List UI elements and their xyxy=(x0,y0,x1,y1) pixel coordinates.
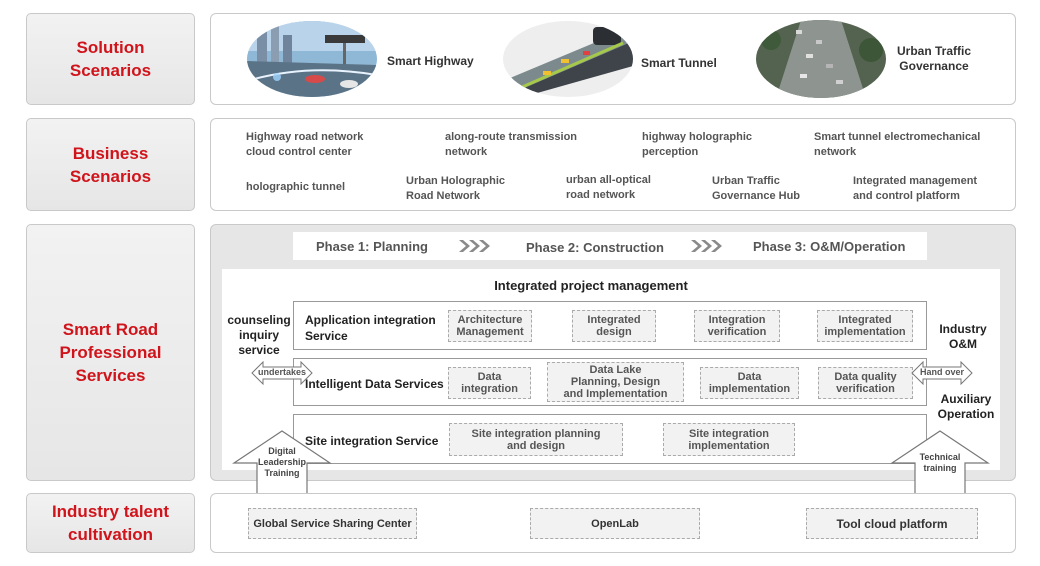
layer-title-application: Application integration Service xyxy=(305,313,436,343)
technical-training-label: Technical training xyxy=(919,452,961,473)
service-item: Integrated implementation xyxy=(817,310,913,342)
industry-om-label: Industry O&M xyxy=(939,322,987,351)
phase-3: Phase 3: O&M/Operation xyxy=(753,239,906,254)
scenario-label-urban: Urban Traffic Governance xyxy=(896,44,971,73)
chevron-arrows-icon xyxy=(689,238,723,259)
digital-leadership-label: Digital Leadership Training xyxy=(257,446,306,478)
business-item: Urban Holographic Road Network xyxy=(406,175,506,202)
service-item: Site integration planning and design xyxy=(449,423,623,456)
smart-road-services-label: Smart Road Professional Services xyxy=(26,224,195,481)
service-item: Site integration implementation xyxy=(663,423,795,456)
scenario-label-tunnel: Smart Tunnel xyxy=(641,56,717,70)
handover-arrow-icon xyxy=(911,360,973,390)
auxiliary-operation-label: Auxiliary Operation xyxy=(937,392,995,421)
service-item: Architecture Management xyxy=(448,310,532,342)
business-scenarios-panel xyxy=(210,118,1016,211)
business-item: Smart tunnel electromechanical network xyxy=(814,131,981,158)
project-title: Integrated project management xyxy=(494,278,688,293)
undertakes-arrow-icon xyxy=(251,360,313,390)
tunnel-photo xyxy=(503,21,633,97)
business-item: urban all-optical road network xyxy=(566,174,651,201)
business-item: Integrated management and control platfo… xyxy=(853,175,978,202)
undertakes-label: undertakes xyxy=(257,367,307,377)
city-traffic-photo xyxy=(756,20,886,98)
solution-scenarios-label: Solution Scenarios xyxy=(26,13,195,105)
service-item: Integrated design xyxy=(572,310,656,342)
scenario-label-highway: Smart Highway xyxy=(387,54,474,68)
talent-item: Global Service Sharing Center xyxy=(248,508,417,539)
business-item: holographic tunnel xyxy=(246,181,345,193)
talent-item: OpenLab xyxy=(530,508,700,539)
business-item: Urban Traffic Governance Hub xyxy=(712,175,801,202)
talent-item: Tool cloud platform xyxy=(806,508,978,539)
business-item: highway holographic perception xyxy=(642,131,753,158)
business-item: along-route transmission network xyxy=(445,131,578,158)
phase-1: Phase 1: Planning xyxy=(316,239,428,254)
service-item: Data implementation xyxy=(700,367,799,399)
business-scenarios-label: Business Scenarios xyxy=(26,118,195,211)
counseling-label: counseling inquiry service xyxy=(227,313,291,357)
chevron-arrows-icon xyxy=(457,238,491,259)
handover-label: Hand over xyxy=(919,367,964,377)
service-item: Data Lake Planning, Design and Implement… xyxy=(547,362,684,402)
service-item: Integration verification xyxy=(694,310,780,342)
layer-title-site: Site integration Service xyxy=(305,434,439,448)
layer-title-data: Intelligent Data Services xyxy=(305,377,444,391)
service-item: Data quality verification xyxy=(818,367,913,399)
industry-talent-label: Industry talent cultivation xyxy=(26,493,195,553)
highway-photo xyxy=(247,21,377,97)
phase-2: Phase 2: Construction xyxy=(526,240,664,255)
service-item: Data integration xyxy=(448,367,531,399)
phase-bar xyxy=(293,232,927,260)
business-item: Highway road network cloud control cente… xyxy=(246,131,364,158)
